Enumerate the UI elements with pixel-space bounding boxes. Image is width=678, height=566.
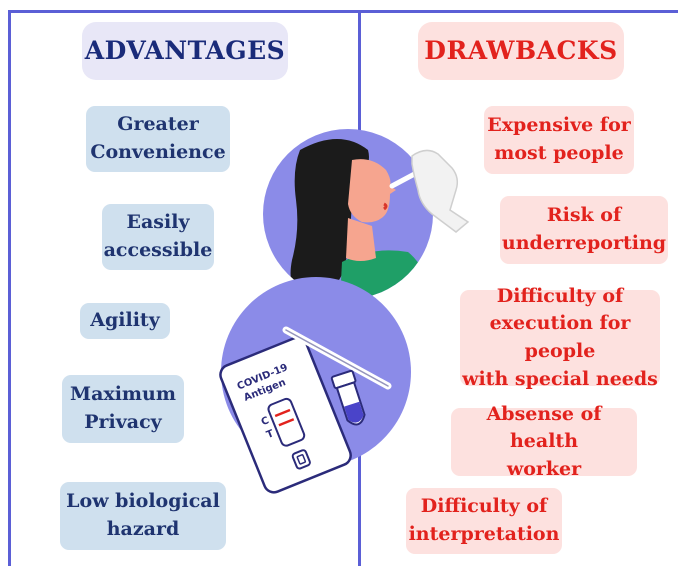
drawback-item: Difficulty of execution for people with … — [460, 285, 660, 390]
advantages-header: ADVANTAGES — [82, 22, 288, 80]
drawback-text-line: with special needs — [462, 367, 658, 390]
test-card-icon: COVID-19 Antigen C T — [219, 336, 352, 494]
nasal-swab-scene — [263, 129, 470, 299]
advantage-item: Easily accessible — [102, 204, 214, 270]
advantage-text-line: Greater — [117, 113, 199, 136]
advantage-item: Greater Convenience — [86, 106, 230, 172]
drawback-text-line: most people — [494, 142, 624, 164]
drawback-item: Absense of health worker — [451, 403, 637, 480]
advantage-text-line: Maximum — [70, 383, 176, 406]
advantage-text-line: accessible — [103, 239, 213, 261]
advantage-text-line: hazard — [106, 518, 180, 540]
drawback-text-line: Difficulty of — [420, 495, 548, 518]
drawback-text-line: Difficulty of — [496, 284, 624, 307]
advantage-item: Maximum Privacy — [62, 375, 184, 443]
drawback-text-line: underreporting — [501, 232, 667, 254]
glove-icon — [411, 149, 470, 233]
hair-shape — [290, 139, 369, 299]
swab-icon — [282, 326, 392, 390]
advantage-item: Agility — [80, 303, 170, 339]
drawback-text-line: worker — [506, 457, 582, 480]
advantage-text-line: Convenience — [90, 141, 226, 163]
antigen-test-scene: COVID-19 Antigen C T — [219, 277, 411, 494]
advantage-text-line: Low biological — [66, 490, 220, 513]
test-marker-c: C — [260, 415, 271, 428]
advantage-item: Low biological hazard — [60, 482, 226, 550]
drawback-text-line: execution for people — [489, 312, 631, 362]
drawback-item: Expensive for most people — [484, 106, 634, 174]
drawback-text-line: Risk of — [546, 204, 622, 227]
drawback-text-line: Expensive for — [487, 114, 631, 137]
test-marker-t: T — [265, 428, 276, 441]
drawback-text-line: Absense of health — [486, 402, 602, 453]
frame-top-border — [8, 10, 678, 13]
drawbacks-header: DRAWBACKS — [418, 22, 624, 80]
advantages-header-text: ADVANTAGES — [84, 35, 286, 65]
frame-left-border — [8, 10, 11, 566]
drawback-text-line: interpretation — [408, 523, 560, 545]
drawback-item: Risk of underreporting — [500, 196, 668, 264]
drawbacks-header-text: DRAWBACKS — [424, 35, 618, 65]
advantage-text-line: Privacy — [84, 411, 162, 433]
advantage-text-line: Easily — [126, 211, 190, 234]
neck-shape — [346, 218, 376, 261]
face-shape — [348, 159, 396, 223]
tube-icon — [330, 369, 366, 426]
advantage-text-line: Agility — [90, 309, 160, 332]
drawback-item: Difficulty of interpretation — [406, 488, 562, 554]
